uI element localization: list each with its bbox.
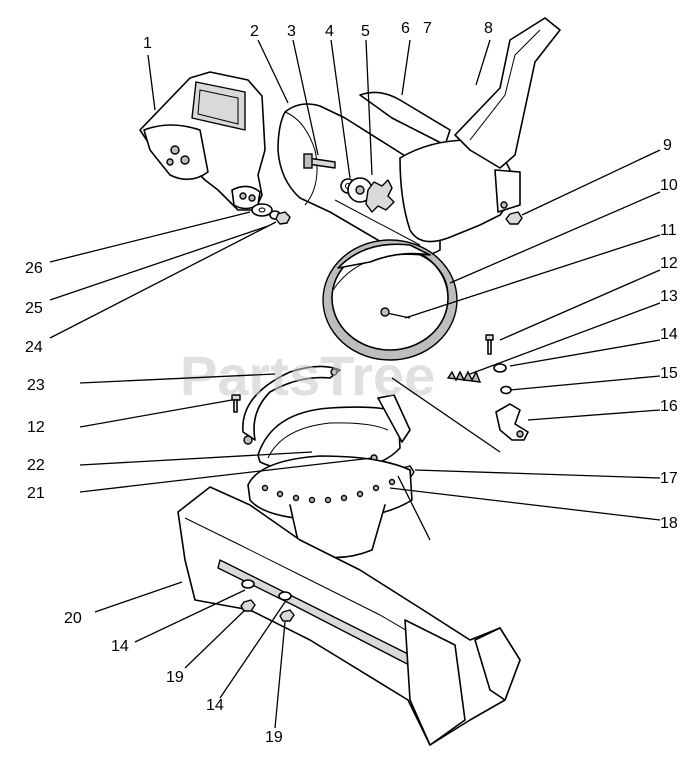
- callout-11: 11: [660, 222, 677, 239]
- hardware-bottom-part[interactable]: [240, 579, 295, 622]
- callout-5: 5: [361, 23, 370, 40]
- clamp-band-part[interactable]: [242, 365, 341, 445]
- callout-13: 13: [660, 288, 678, 305]
- callout-18: 18: [660, 515, 678, 532]
- callout-9: 9: [663, 137, 672, 154]
- callout-10: 10: [660, 177, 678, 194]
- chute-base-part[interactable]: [247, 455, 413, 559]
- ring-gear-part[interactable]: [322, 239, 458, 361]
- screw-12b-part[interactable]: [231, 394, 241, 413]
- nut-9-part[interactable]: [505, 211, 523, 225]
- callout-labels: 1 2 3 4 5 6 7 8 9 10 11 12 13 14 15 16 1…: [25, 20, 678, 746]
- bolt-part[interactable]: [303, 153, 336, 169]
- callout-19-a: 19: [166, 669, 184, 686]
- callout-14-bottom-b: 14: [206, 697, 224, 714]
- gear-part[interactable]: [347, 177, 373, 203]
- callout-12-top: 12: [660, 255, 678, 272]
- spring-part[interactable]: [446, 370, 482, 383]
- callout-16: 16: [660, 398, 678, 415]
- washer-15-part[interactable]: [500, 385, 512, 395]
- callout-1: 1: [143, 35, 152, 52]
- leader-lines: [49, 39, 661, 729]
- callout-7: 7: [423, 20, 432, 37]
- callout-8: 8: [484, 20, 493, 37]
- screw-12-part[interactable]: [485, 334, 494, 355]
- callout-21: 21: [27, 485, 45, 502]
- gear-sprocket-part[interactable]: [365, 179, 395, 213]
- watermark-text: PartsTree: [180, 344, 435, 407]
- callout-22: 22: [27, 457, 45, 474]
- callout-17: 17: [660, 470, 678, 487]
- nut-part[interactable]: [275, 211, 291, 225]
- callout-6: 6: [401, 20, 410, 37]
- callout-20: 20: [64, 610, 82, 627]
- callout-14-right: 14: [660, 326, 678, 343]
- callout-15: 15: [660, 365, 678, 382]
- auger-housing-part[interactable]: [177, 486, 521, 746]
- callout-26: 26: [25, 260, 43, 277]
- callout-25: 25: [25, 300, 43, 317]
- chute-housing-part[interactable]: [399, 17, 561, 243]
- callout-4: 4: [325, 23, 334, 40]
- callout-2: 2: [250, 23, 259, 40]
- latch-lever-part[interactable]: [495, 403, 529, 441]
- callout-14-bottom-a: 14: [111, 638, 129, 655]
- clamp-ring-part[interactable]: [257, 394, 411, 474]
- callout-12-left: 12: [27, 419, 45, 436]
- callout-3: 3: [287, 23, 296, 40]
- pin-part[interactable]: [380, 307, 411, 319]
- callout-24: 24: [25, 339, 43, 356]
- callout-23: 23: [27, 377, 45, 394]
- deflector-hood-part[interactable]: [139, 71, 266, 211]
- callout-19-b: 19: [265, 729, 283, 746]
- washer-14-part[interactable]: [493, 363, 507, 373]
- washer-large-part[interactable]: [251, 203, 273, 217]
